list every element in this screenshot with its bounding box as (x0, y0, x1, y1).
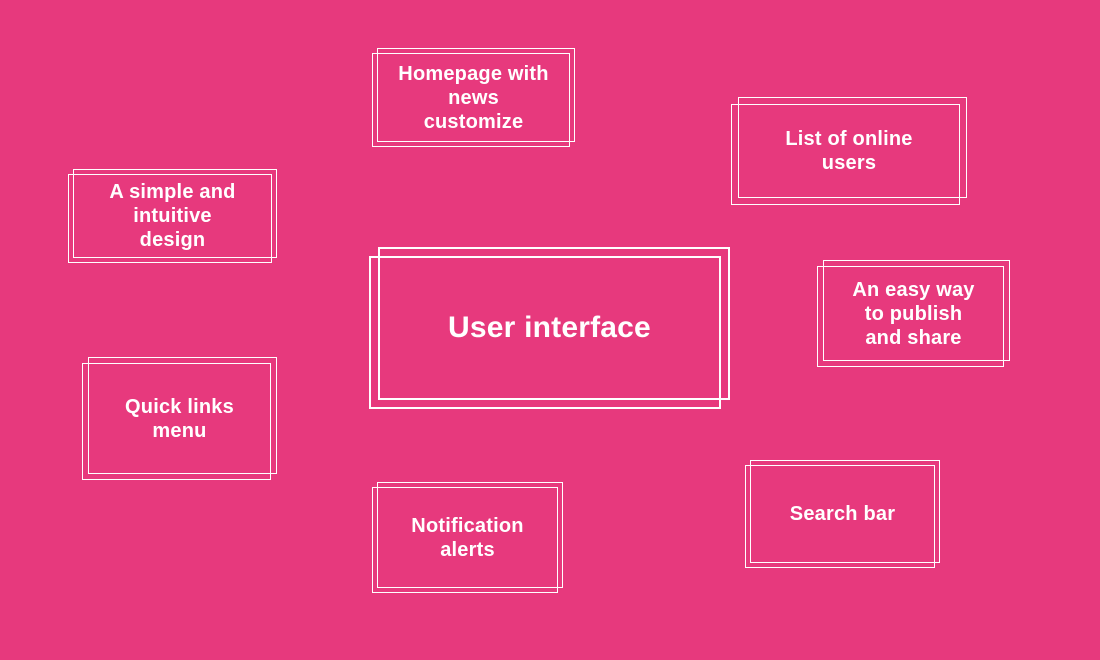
node-quick-links[interactable]: Quick links menu (82, 357, 277, 480)
frame-lower-left-rect (817, 266, 1004, 367)
node-publish-share[interactable]: An easy way to publish and share (817, 260, 1010, 367)
frame-lower-left-rect (745, 465, 935, 568)
node-label: User interface (448, 311, 651, 344)
node-online-users[interactable]: List of online users (731, 97, 967, 205)
frame-upper-right-rect (823, 260, 1010, 361)
frame-upper-right-rect (750, 460, 940, 563)
node-label: Search bar (789, 503, 896, 525)
frame-lower-left-rect (731, 104, 960, 205)
node-notification-alerts[interactable]: Notification alerts (372, 482, 563, 593)
node-label: Homepage with news customize (398, 62, 549, 133)
node-label: Notification alerts (411, 514, 524, 561)
frame-upper-right-rect (738, 97, 967, 198)
frame-upper-right-rect (73, 169, 277, 258)
frame-lower-left-rect (68, 174, 272, 263)
frame-lower-left-rect (372, 53, 570, 147)
frame-lower-left-rect (369, 256, 721, 409)
node-label: An easy way to publish and share (852, 278, 975, 349)
node-label: List of online users (785, 128, 913, 174)
node-homepage-news[interactable]: Homepage with news customize (372, 48, 575, 147)
node-search-bar[interactable]: Search bar (745, 460, 940, 568)
node-user-interface[interactable]: User interface (369, 247, 730, 409)
frame-lower-left-rect (82, 363, 271, 480)
frame-upper-right-rect (377, 48, 575, 142)
node-label: Quick links menu (125, 395, 234, 442)
node-label: A simple and intuitive design (109, 181, 236, 251)
frame-upper-right-rect (378, 247, 730, 400)
frame-lower-left-rect (372, 487, 558, 593)
node-simple-design[interactable]: A simple and intuitive design (68, 169, 277, 263)
frame-upper-right-rect (377, 482, 563, 588)
frame-upper-right-rect (88, 357, 277, 474)
